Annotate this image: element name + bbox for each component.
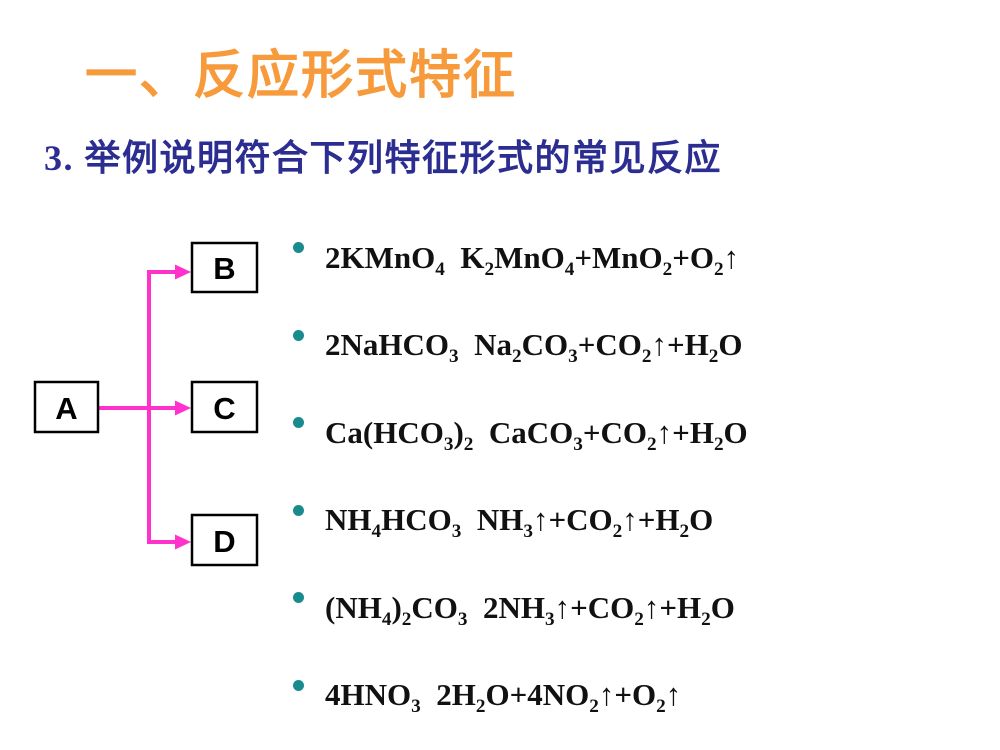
box-d-label: D xyxy=(213,524,235,559)
equation-text: (NH4)2CO3 2NH3↑+CO2↑+H2O xyxy=(325,589,735,630)
list-item: NH4HCO3 NH3↑+CO2↑+H2O xyxy=(289,477,994,565)
list-item: 4HNO3 2H2O+4NO2↑+O2↑ xyxy=(289,652,994,740)
equation-text: 4HNO3 2H2O+4NO2↑+O2↑ xyxy=(325,677,682,718)
branch-diagram: A B C D xyxy=(33,241,259,567)
bullet-icon xyxy=(293,329,304,341)
bullet-icon xyxy=(293,417,304,428)
equation-text: 2KMnO4 K2MnO4+MnO2+O2↑ xyxy=(325,239,740,280)
bullet-icon xyxy=(293,242,304,253)
list-item: Ca(HCO3)2 CaCO3+CO2↑+H2O xyxy=(289,389,994,477)
equation-text: Ca(HCO3)2 CaCO3+CO2↑+H2O xyxy=(325,414,748,455)
box-b xyxy=(190,241,259,294)
slide-title: 一、反应形式特征 xyxy=(85,47,518,105)
box-c-label: C xyxy=(213,391,235,426)
box-c xyxy=(190,380,259,434)
arrowhead-to-b-icon xyxy=(175,264,191,280)
box-a xyxy=(33,380,100,434)
bullet-icon xyxy=(293,679,304,691)
equation-text: NH4HCO3 NH3↑+CO2↑+H2O xyxy=(325,502,714,543)
list-item: (NH4)2CO3 2NH3↑+CO2↑+H2O xyxy=(289,564,994,652)
slide-subtitle: 3. 举例说明符合下列特征形式的常见反应 xyxy=(44,138,723,178)
equation-list: 2KMnO4 K2MnO4+MnO2+O2↑ 2NaHCO3 Na2CO3+CO… xyxy=(289,214,994,739)
bullet-icon xyxy=(293,504,304,516)
arrowhead-to-c-icon xyxy=(175,400,191,416)
arrowhead-to-d-icon xyxy=(175,534,191,550)
list-item: 2KMnO4 K2MnO4+MnO2+O2↑ xyxy=(289,214,994,302)
list-item: 2NaHCO3 Na2CO3+CO2↑+H2O xyxy=(289,302,994,390)
box-d xyxy=(190,513,259,567)
bullet-icon xyxy=(293,592,304,603)
box-b-label: B xyxy=(213,251,235,286)
box-a-label: A xyxy=(55,391,77,426)
equation-text: 2NaHCO3 Na2CO3+CO2↑+H2O xyxy=(325,327,743,368)
